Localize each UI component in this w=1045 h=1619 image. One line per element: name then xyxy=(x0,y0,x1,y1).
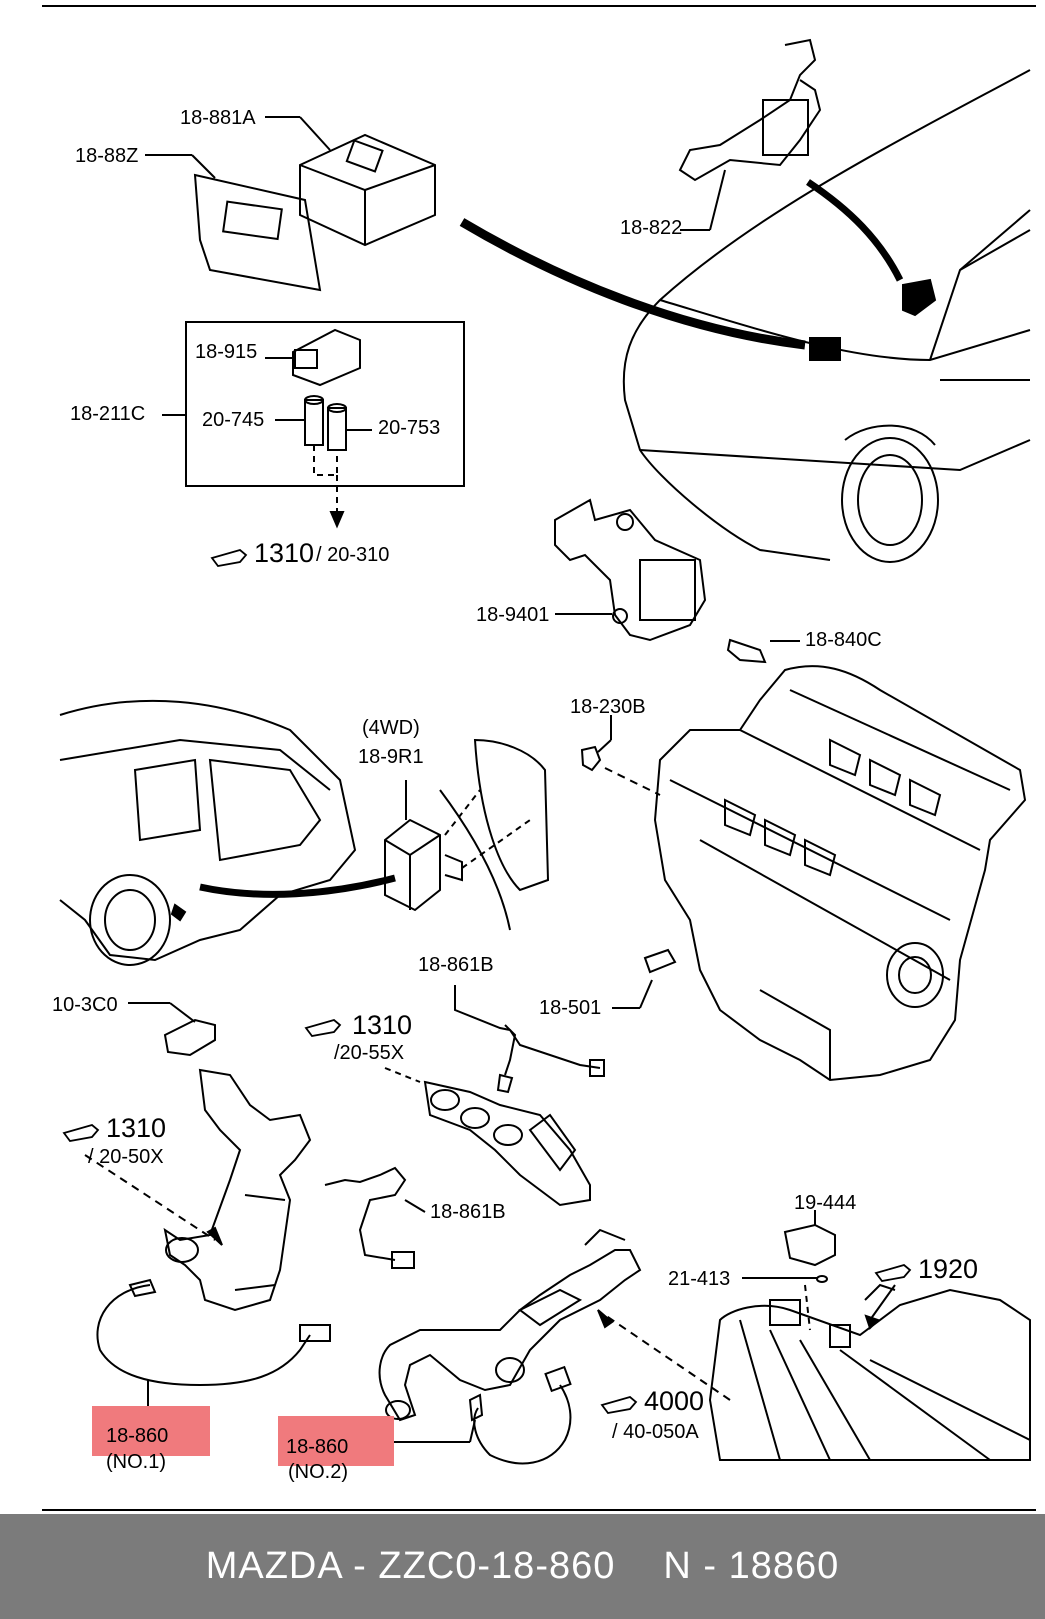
label-knock-sensor: 18-501 xyxy=(539,997,602,1019)
label-map-sensor: 18-9401 xyxy=(476,604,550,626)
manifold-upper-drawing xyxy=(384,1067,591,1207)
label-group-box: 18-211C xyxy=(70,403,146,425)
accel-sensor-drawing xyxy=(678,38,822,231)
sensor-no1-drawing xyxy=(96,1278,331,1410)
bolt-drawing xyxy=(580,715,661,796)
car-rear-drawing xyxy=(59,699,357,966)
map-sensor-drawing xyxy=(554,498,707,642)
label-bolt: 18-230B xyxy=(570,696,646,718)
hand-icon-1920 xyxy=(874,1264,912,1282)
plug-drawing xyxy=(128,1002,216,1057)
highlight-sensor-no1 xyxy=(92,1406,210,1456)
label-clip: 21-413 xyxy=(668,1268,731,1290)
ecu-bracket-drawing xyxy=(145,154,322,292)
exhaust-pipe-drawing xyxy=(378,1228,731,1422)
ecu-module-drawing xyxy=(265,116,436,247)
label-terminal-b: 20-753 xyxy=(378,417,441,439)
hand-icon-1310 xyxy=(210,549,248,567)
connector-drawing xyxy=(265,328,372,529)
label-sensor-no2-code: 18-860 xyxy=(286,1436,349,1458)
hand-icon-1310-c xyxy=(62,1124,100,1142)
label-terminal-a: 20-745 xyxy=(202,409,265,431)
label-ref-4000-sub: / 40-050A xyxy=(612,1421,699,1443)
label-fourwd: (4WD) xyxy=(362,717,420,739)
label-ref-4000: 4000 xyxy=(644,1386,705,1416)
footer-text: MAZDA - ZZC0-18-860 N - 18860 xyxy=(0,1514,1045,1619)
label-accel-sensor: 18-822 xyxy=(620,217,683,239)
transmission-drawing xyxy=(708,1283,1031,1461)
label-connector-cap: 18-915 xyxy=(195,341,258,363)
label-ref-1920: 1920 xyxy=(918,1254,979,1284)
fourwd-module-drawing xyxy=(384,738,550,931)
footer-part-number: MAZDA - ZZC0-18-860 xyxy=(205,1545,616,1587)
temp-sensor-drawing xyxy=(726,638,800,664)
label-sensor-no2-pos: (NO.2) xyxy=(288,1461,348,1483)
group-box xyxy=(185,321,465,487)
cat-converter-drawing xyxy=(84,1068,312,1312)
label-ref-1310-c: 1310 xyxy=(106,1113,167,1143)
switch-drawing xyxy=(742,1210,896,1331)
label-sensor-no1-code: 18-860 xyxy=(106,1425,169,1447)
label-ref-1310-sub: / 20-310 xyxy=(316,544,390,566)
label-ecu-module: 18-881A xyxy=(180,107,256,129)
footer-catalog-number: N - 18860 xyxy=(663,1545,840,1587)
label-ecu-bracket: 18-88Z xyxy=(75,145,139,167)
label-ref-1310: 1310 xyxy=(254,538,315,568)
label-ref-1310-c-sub: / 20-50X xyxy=(88,1146,164,1168)
highlight-sensor-no2 xyxy=(278,1416,394,1466)
hand-icon-1310-b xyxy=(304,1019,342,1037)
engine-drawing xyxy=(612,665,1027,1082)
label-sensor-no1-pos: (NO.1) xyxy=(106,1451,166,1473)
footer-bar: MAZDA - ZZC0-18-860 N - 18860 xyxy=(0,1514,1045,1619)
label-ref-1310-b-sub: /20-55X xyxy=(334,1042,405,1064)
label-switch: 19-444 xyxy=(794,1192,857,1214)
hand-icon-4000 xyxy=(600,1396,638,1414)
label-temp-sensor: 18-840C xyxy=(805,629,882,651)
sensor-no2-drawing xyxy=(393,1365,572,1465)
o2-lower-drawing xyxy=(324,1166,426,1269)
label-o2-lower: 18-861B xyxy=(430,1201,506,1223)
label-fourwd-module: 18-9R1 xyxy=(358,746,424,768)
o2-upper-drawing xyxy=(454,985,605,1094)
label-plug: 10-3C0 xyxy=(52,994,118,1016)
label-o2-upper: 18-861B xyxy=(418,954,494,976)
car-front-drawing xyxy=(622,69,1031,563)
label-ref-1310-b: 1310 xyxy=(352,1010,413,1040)
